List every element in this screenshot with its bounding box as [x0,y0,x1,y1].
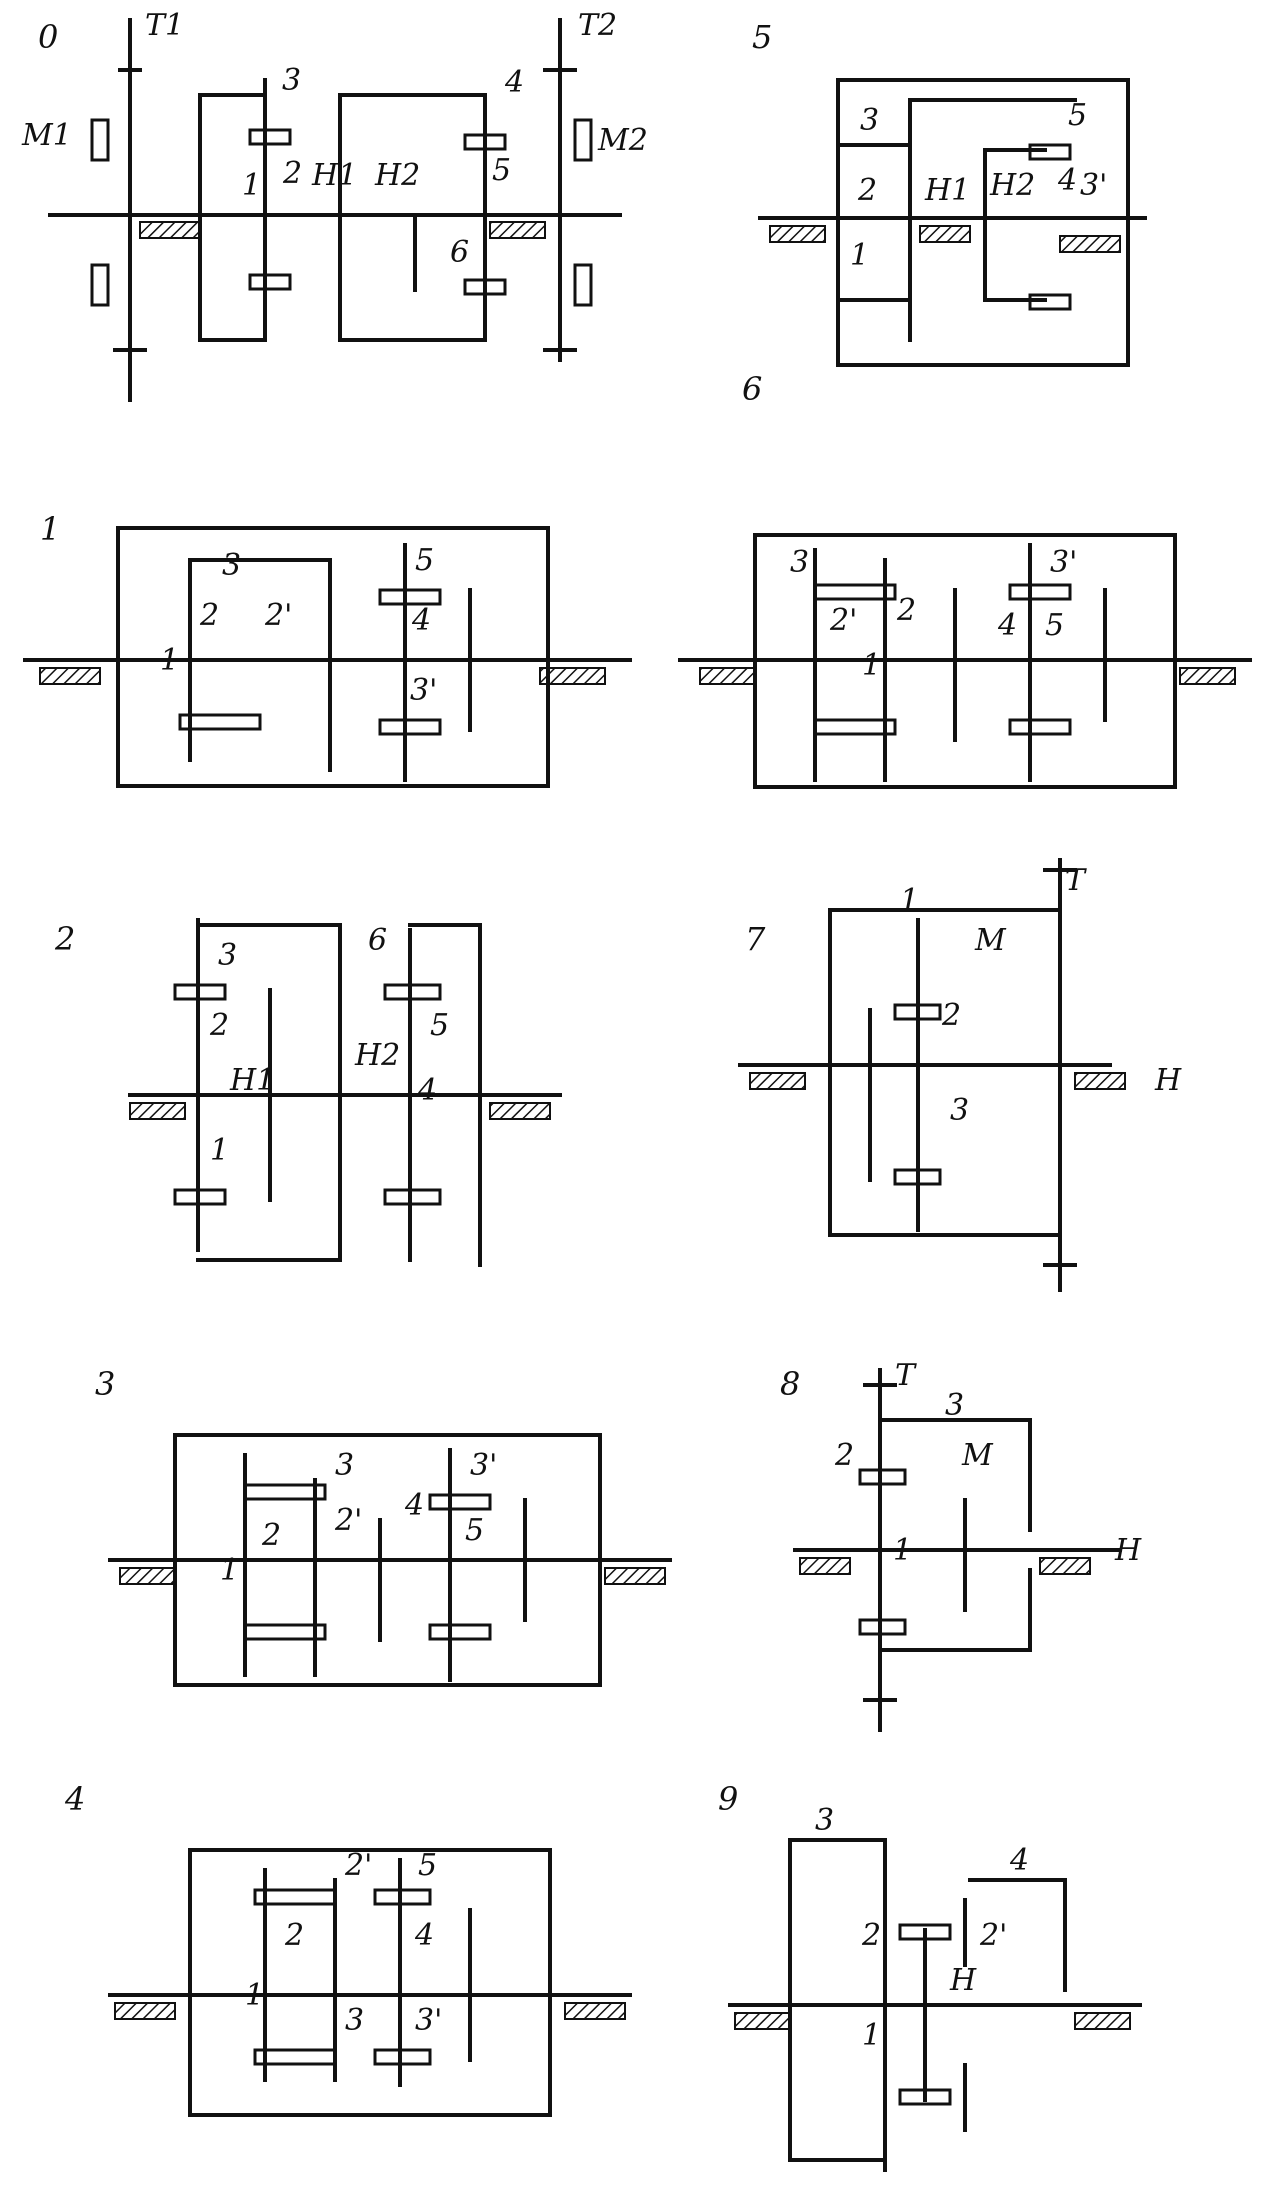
label-3: 3 [860,103,879,138]
label-4: 4 [997,608,1017,643]
label-3: 3 [218,938,237,973]
label-1: 1 [160,643,179,678]
scheme-1: 1 3 5 2 2' 4 1 3' [23,510,632,788]
label-3: 3 [790,545,809,580]
label-T1: T1 [145,8,184,43]
label-3: 3 [945,1388,964,1423]
label-5: 5 [492,153,511,188]
scheme-number: 9 [718,1780,738,1818]
label-2: 2 [284,1918,304,1953]
scheme-9: 9 3 4 2 2' H 1 [718,1780,1142,2172]
label-3: 3 [335,1448,354,1483]
scheme-number: 2 [54,920,75,958]
label-4: 4 [411,603,431,638]
label-2: 2 [282,156,302,191]
label-M1: M1 [21,118,72,153]
label-5: 5 [430,1008,449,1043]
label-T2: T2 [578,8,617,43]
label-5: 5 [418,1848,437,1883]
scheme-2: 2 3 6 2 H2 5 H1 4 1 [54,918,562,1267]
label-4: 4 [1009,1843,1029,1878]
scheme-number: 1 [40,510,60,548]
label-3-prime: 3' [1080,168,1107,203]
label-H2: H2 [354,1038,400,1073]
scheme-4: 4 2' 5 2 4 1 3 3' [64,1780,632,2117]
label-5: 5 [415,543,434,578]
label-M: M [961,1438,994,1473]
label-3: 3 [282,63,301,98]
label-M2: M2 [597,123,648,158]
label-H: H [949,1963,977,1998]
label-5: 5 [465,1513,484,1548]
label-2-prime: 2' [979,1918,1007,1953]
label-T: T [1065,863,1087,898]
label-H1: H1 [311,158,357,193]
label-1: 1 [242,168,261,203]
label-4: 4 [504,65,524,100]
label-3-prime: 3' [415,2003,442,2038]
label-1: 1 [862,648,881,683]
label-M: M [974,923,1007,958]
label-2-prime: 2' [344,1848,372,1883]
scheme-5: 5 3 5 2 H1 H2 4 3' 1 [752,18,1147,367]
label-4: 4 [414,1918,434,1953]
label-2: 2 [261,1518,281,1553]
label-6: 6 [450,235,469,270]
scheme-0: 0 T1 M1 [21,8,648,402]
scheme-8: 8 T 3 2 M 1 H [780,1358,1142,1732]
label-H: H [1114,1533,1142,1568]
scheme-number: 4 [64,1780,85,1818]
scheme-number: 6 [742,370,762,408]
label-2: 2 [941,998,961,1033]
scheme-number: 0 [38,18,58,56]
label-2: 2 [199,598,219,633]
label-3-prime: 3' [470,1448,497,1483]
label-3-prime: 3' [1050,545,1077,580]
scheme-3: 3 3 3' 2' 4 2 5 1 [95,1365,672,1687]
label-H2: H2 [374,158,420,193]
scheme-6: 6 3 3' 2' 2 4 5 1 [678,370,1252,789]
scheme-number: 7 [745,920,766,958]
scheme-number: 5 [752,18,772,56]
label-1: 1 [245,1978,264,2013]
label-2-prime: 2' [829,603,857,638]
scheme-number: 3 [95,1365,115,1403]
label-T: T [895,1358,917,1393]
label-2-prime: 2' [334,1503,362,1538]
label-3-prime: 3' [410,673,437,708]
scheme-7: 7 T 1 M 2 H 3 [738,858,1182,1292]
label-1: 1 [862,2018,881,2053]
label-2: 2 [209,1008,229,1043]
label-1: 1 [893,1533,912,1568]
label-2: 2 [861,1918,881,1953]
label-1: 1 [850,238,869,273]
label-1: 1 [210,1133,229,1168]
label-4: 4 [1057,163,1077,198]
label-5: 5 [1068,98,1087,133]
label-2: 2 [834,1438,854,1473]
label-2-prime: 2' [264,598,292,633]
label-2: 2 [857,173,877,208]
label-2: 2 [896,593,916,628]
scheme-number: 8 [780,1365,800,1403]
label-1: 1 [220,1553,239,1588]
label-6: 6 [368,923,387,958]
label-1: 1 [900,883,919,918]
label-3: 3 [950,1093,969,1128]
label-3: 3 [815,1803,834,1838]
label-H1: H1 [229,1063,275,1098]
label-H: H [1154,1063,1182,1098]
label-3: 3 [345,2003,364,2038]
label-5: 5 [1045,608,1064,643]
label-4: 4 [417,1073,437,1108]
label-H2: H2 [989,168,1035,203]
label-3: 3 [222,548,241,583]
label-H1: H1 [924,173,970,208]
label-4: 4 [404,1488,424,1523]
